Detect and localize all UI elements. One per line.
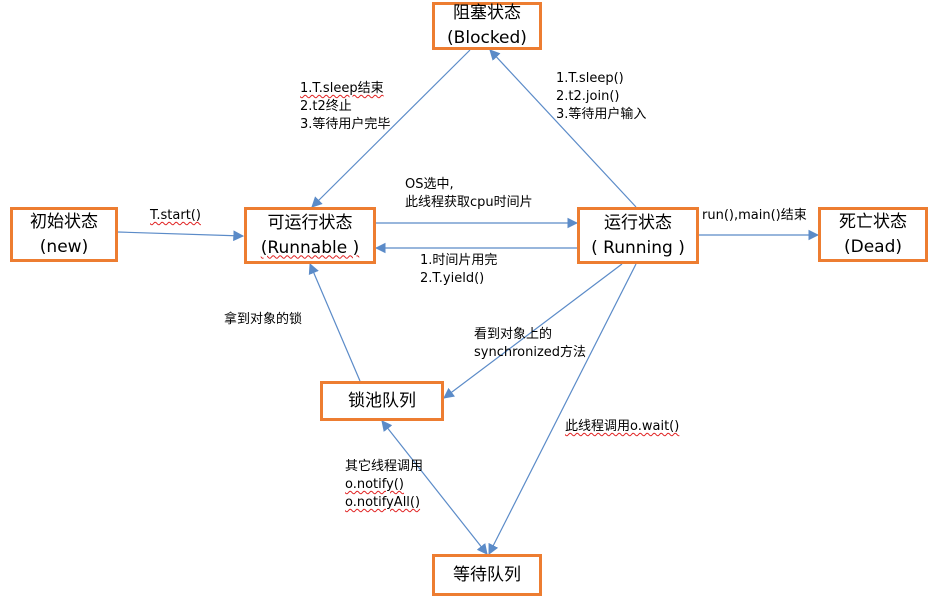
arrow-running-to-lock — [443, 263, 623, 399]
state-wait-queue-name: 等待队列 — [453, 564, 521, 585]
state-running: 运行状态 ( Running ) — [577, 207, 699, 264]
label-running-to-runnable-1: 1.时间片用完 — [420, 253, 498, 268]
state-initial-name: 初始状态 — [30, 211, 98, 232]
label-running-to-lock: 看到对象上的 synchronized方法 — [474, 326, 586, 362]
label-running-to-runnable-2: 2.T.yield() — [420, 271, 485, 286]
label-lock-to-runnable-text: 拿到对象的锁 — [224, 312, 303, 327]
arrow-running-to-blocked — [489, 49, 637, 208]
state-runnable: 可运行状态 (Runnable ) — [244, 207, 376, 264]
label-running-to-lock-1: 看到对象上的 — [474, 327, 553, 342]
state-dead-en: (Dead) — [843, 236, 903, 257]
state-initial-en: (new) — [39, 236, 89, 257]
label-wait-to-lock: 其它线程调用 o.notify() o.notifyAll() — [345, 458, 423, 512]
state-runnable-en: (Runnable ) — [260, 237, 360, 258]
label-running-to-blocked-2: 2.t2.join() — [556, 89, 620, 104]
arrow-lock-to-runnable — [308, 263, 361, 382]
label-wait-to-lock-1: 其它线程调用 — [345, 459, 424, 474]
arrow-blocked-to-runnable — [311, 49, 471, 208]
state-lock-pool: 锁池队列 — [320, 381, 444, 421]
label-runnable-to-running-2: 此线程获取cpu时间片 — [405, 195, 533, 210]
label-wait-to-lock-2: o.notify() — [345, 477, 404, 492]
label-runnable-to-running-1: OS选中, — [405, 177, 454, 192]
arrow-running-to-wait — [488, 263, 637, 555]
state-blocked-name: 阻塞状态 — [453, 3, 521, 23]
label-running-to-blocked-3: 3.等待用户输入 — [556, 107, 647, 122]
label-running-to-lock-2: synchronized方法 — [474, 345, 587, 360]
state-wait-queue: 等待队列 — [432, 554, 542, 596]
arrow-initial-to-runnable — [117, 230, 245, 242]
label-lock-to-runnable: 拿到对象的锁 — [224, 311, 302, 329]
label-running-to-runnable: 1.时间片用完 2.T.yield() — [420, 252, 497, 288]
label-blocked-to-runnable: 1.T.sleep结束 2.t2终止 3.等待用户完毕 — [300, 80, 390, 134]
state-dead: 死亡状态 (Dead) — [818, 207, 928, 262]
label-runnable-to-running: OS选中, 此线程获取cpu时间片 — [405, 176, 533, 212]
label-blocked-to-runnable-2: 2.t2终止 — [300, 99, 352, 114]
state-lock-pool-name: 锁池队列 — [348, 390, 416, 411]
state-blocked-en: (Blocked) — [447, 28, 527, 48]
state-blocked: 阻塞状态 (Blocked) — [432, 2, 542, 50]
state-running-en: ( Running ) — [591, 237, 685, 258]
label-blocked-to-runnable-3: 3.等待用户完毕 — [300, 117, 391, 132]
state-dead-name: 死亡状态 — [839, 211, 907, 232]
label-wait-to-lock-3: o.notifyAll() — [345, 495, 421, 510]
label-running-to-wait: 此线程调用o.wait() — [565, 418, 679, 436]
state-initial: 初始状态 (new) — [10, 207, 118, 262]
label-running-to-wait-text: 此线程调用o.wait() — [565, 419, 680, 434]
label-start-text: T.start() — [150, 208, 201, 223]
label-running-to-dead: run(),main()结束 — [702, 207, 807, 225]
label-start: T.start() — [150, 207, 201, 225]
label-running-to-blocked: 1.T.sleep() 2.t2.join() 3.等待用户输入 — [556, 70, 646, 124]
label-running-to-blocked-1: 1.T.sleep() — [556, 71, 624, 86]
state-running-name: 运行状态 — [604, 212, 672, 233]
arrow-wait-lock-bidirectional — [381, 420, 488, 555]
label-blocked-to-runnable-1: 1.T.sleep结束 — [300, 81, 384, 96]
label-running-to-dead-text: run(),main()结束 — [702, 208, 807, 223]
state-runnable-name: 可运行状态 — [267, 212, 353, 233]
